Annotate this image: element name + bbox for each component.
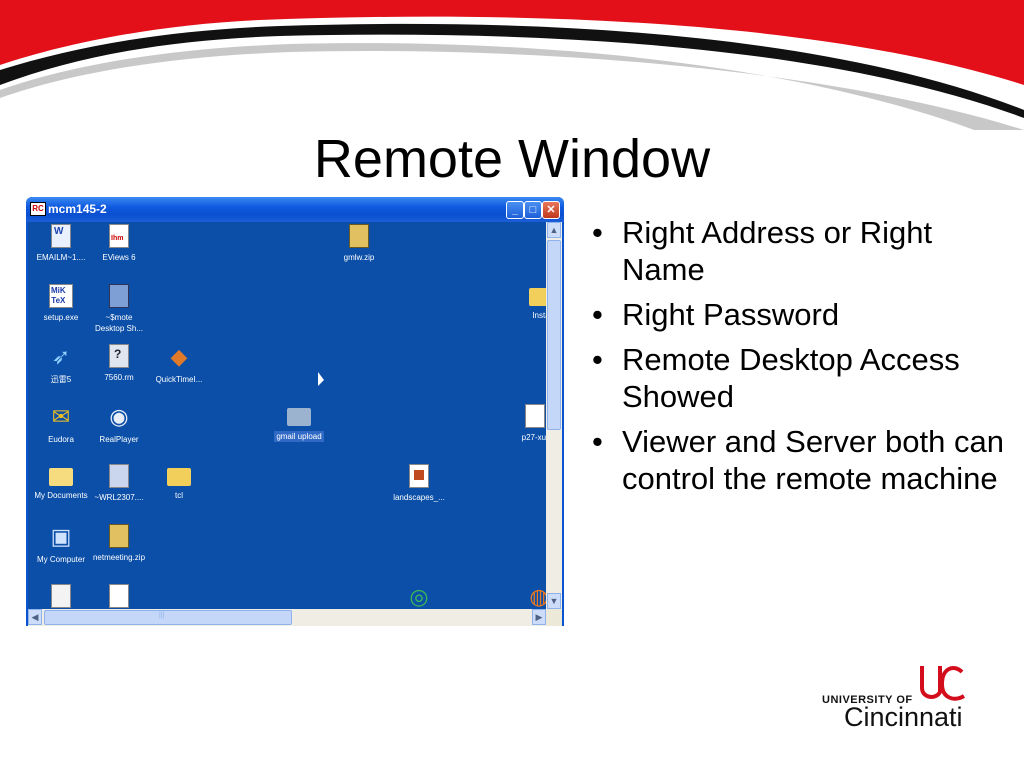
word-doc-icon [109, 584, 129, 608]
desktop-icon[interactable]: netmeeting.zip [84, 524, 154, 563]
desktop-icon-label: EViews 6 [102, 253, 136, 262]
scroll-left-button[interactable]: ◀ [28, 609, 42, 625]
vertical-scroll-thumb[interactable] [547, 240, 561, 430]
desktop-icon-label: landscapes_... [393, 493, 445, 502]
word-doc-icon [109, 284, 129, 308]
desktop-icon[interactable]: p27-xu. [500, 404, 546, 443]
firefox-icon: ◍ [529, 584, 546, 609]
minimize-button[interactable]: _ [506, 201, 524, 219]
eudora-icon: ✉ [51, 404, 71, 429]
desktop-icon-label: My Documents [34, 491, 88, 500]
desktop-icon[interactable]: ◉ RealPlayer [84, 404, 154, 445]
desktop-icon[interactable]: ➶ 迅雷5 [28, 344, 96, 385]
word-doc-icon: W [51, 224, 71, 248]
zip-archive-icon [349, 224, 369, 248]
bullet-list: Right Address or Right Name Right Passwo… [586, 214, 1006, 505]
window-titlebar[interactable]: RC mcm145-2 _ □ ✕ [26, 197, 564, 222]
desktop-icon[interactable]: ◎ [384, 584, 454, 609]
desktop-icon-label: My Computer [36, 555, 85, 564]
desktop-icon[interactable]: landscapes_... [384, 464, 454, 503]
header-banner [0, 0, 1024, 130]
desktop-icon-label: QuickTimeI... [155, 375, 203, 384]
desktop-icon[interactable]: My Documents [28, 464, 96, 501]
logo-text-cincinnati: Cincinnati [844, 702, 963, 732]
desktop-icon-label: netmeeting.zip [92, 553, 146, 562]
bullet-item: Right Address or Right Name [586, 214, 1006, 288]
zip-archive-icon [109, 524, 129, 548]
remote-desktop-window[interactable]: RC mcm145-2 _ □ ✕ W EMAILM~1.... Ihm EVi… [26, 197, 564, 626]
scroll-up-button[interactable]: ▲ [547, 222, 561, 238]
scroll-right-button[interactable]: ▶ [532, 609, 546, 625]
document-icon [409, 464, 429, 488]
close-icon: ✕ [546, 204, 556, 216]
bullet-item: Right Password [586, 296, 1006, 333]
desktop-icon[interactable]: ? 7560.rm [84, 344, 154, 383]
maximize-icon: □ [529, 204, 537, 216]
vertical-scrollbar[interactable]: ▲ ▼ [546, 222, 562, 609]
desktop-icon-label: setup.exe [43, 313, 79, 322]
window-title: mcm145-2 [48, 202, 107, 216]
bullet-item: Viewer and Server both can control the r… [586, 423, 1006, 497]
horizontal-scroll-thumb[interactable]: ||| [44, 610, 292, 625]
scrollbar-corner [546, 609, 562, 626]
desktop-icon-label: ~WRL2307.... [94, 493, 144, 502]
mouse-pointer-icon [318, 372, 324, 386]
desktop-icon[interactable]: ◍ [504, 584, 546, 609]
scroll-down-button[interactable]: ▼ [547, 593, 561, 609]
word-doc-icon [109, 464, 129, 488]
desktop-icon[interactable]: ~WRL2307.... [84, 464, 154, 503]
folder-icon [167, 468, 191, 486]
uc-logo-mark-icon [920, 666, 966, 701]
maximize-button[interactable]: □ [524, 201, 542, 219]
desktop-icon[interactable]: Ihm EViews 6 [84, 224, 154, 263]
realmedia-icon: ? [109, 344, 129, 368]
quicktime-icon: ◆ [170, 344, 188, 369]
close-button[interactable]: ✕ [542, 201, 560, 219]
my-documents-icon [49, 468, 73, 486]
scroll-grip-icon: ||| [159, 612, 165, 619]
desktop-icon-label: p27-xu. [521, 433, 546, 442]
desktop-icon-label: gmail upload [274, 431, 324, 442]
desktop-icon-label: RealPlayer [99, 435, 139, 444]
xunlei-icon: ➶ [51, 344, 71, 369]
chrome-icon: ◎ [409, 584, 429, 609]
desktop-icon[interactable]: tcl [144, 464, 214, 501]
desktop-icon[interactable] [84, 584, 154, 608]
remote-desktop-area[interactable]: W EMAILM~1.... Ihm EViews 6 gmlw.zip MiK… [28, 222, 546, 609]
folder-icon [287, 408, 311, 426]
desktop-icon-label: Insta [532, 311, 546, 320]
desktop-icon[interactable]: gmlw.zip [324, 224, 394, 263]
horizontal-scrollbar[interactable]: ◀ ||| ▶ [28, 609, 546, 626]
window-app-icon [51, 584, 71, 608]
desktop-icon[interactable]: ◆ QuickTimeI... [144, 344, 214, 385]
university-logo: UNIVERSITY OF Cincinnati [822, 664, 982, 736]
desktop-icon-label: Eudora [48, 435, 74, 444]
desktop-icon-label: gmlw.zip [343, 253, 375, 262]
desktop-icon[interactable]: Insta [506, 284, 546, 321]
desktop-icon-label: tcl [175, 491, 183, 500]
logo-text-university: UNIVERSITY OF [822, 694, 913, 706]
folder-icon [529, 288, 546, 306]
desktop-icon[interactable]: ▣ My Computer [28, 524, 96, 565]
slide-title: Remote Window [313, 129, 711, 189]
desktop-icon-label: 7560.rm [104, 373, 134, 382]
document-icon [525, 404, 545, 428]
bullet-item: Remote Desktop Access Showed [586, 341, 1006, 415]
desktop-icon[interactable]: W EMAILM~1.... [28, 224, 96, 263]
my-computer-icon: ▣ [50, 524, 72, 549]
desktop-icon[interactable]: gmail upload [264, 404, 334, 444]
desktop-icon-label: 迅雷5 [50, 375, 72, 384]
minimize-icon: _ [511, 204, 519, 216]
remote-control-app-icon: RC [30, 202, 46, 216]
desktop-icon[interactable] [28, 584, 96, 608]
desktop-icon-label: EMAILM~1.... [36, 253, 86, 262]
desktop-icon[interactable]: ✉ Eudora [28, 404, 96, 445]
eviews-icon: Ihm [109, 224, 129, 248]
realplayer-icon: ◉ [109, 404, 129, 429]
